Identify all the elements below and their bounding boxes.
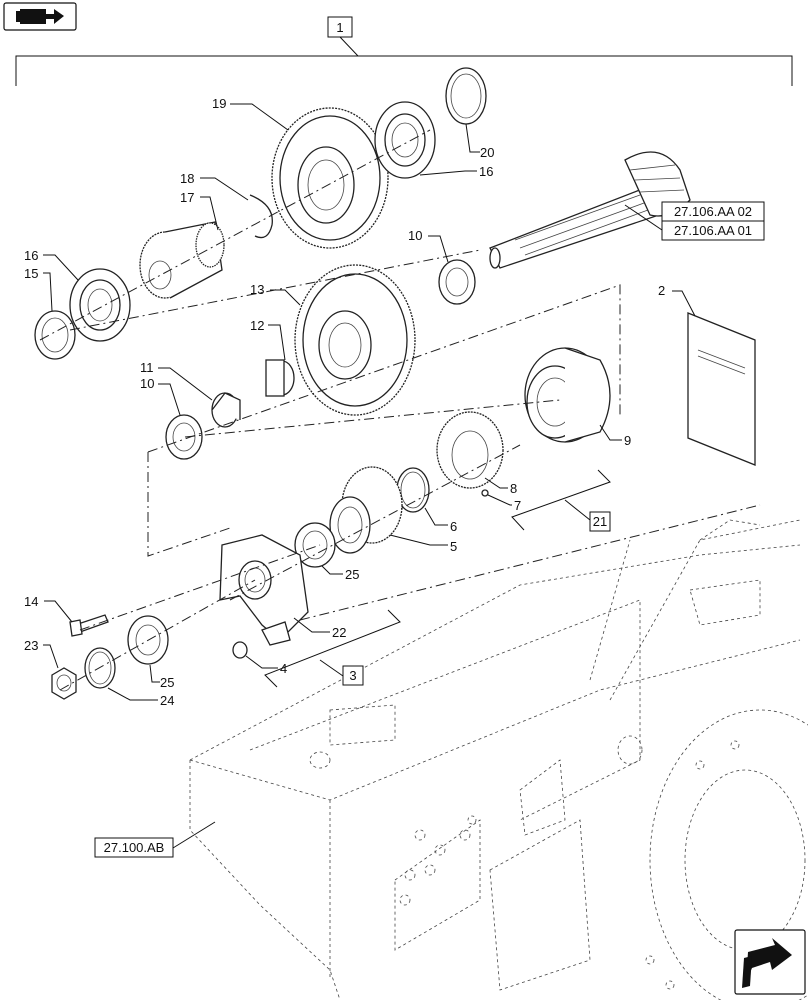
ref-27-106-aa-02[interactable]: 27.106.AA 02	[661, 201, 765, 222]
label-25a: 25	[345, 567, 359, 582]
ball-7	[481, 489, 489, 497]
bearing-16-top	[374, 101, 436, 179]
label-13: 13	[250, 282, 264, 297]
label-10a: 10	[408, 228, 422, 243]
label-20: 20	[480, 145, 494, 160]
spacer-10-top	[438, 259, 476, 305]
label-5: 5	[450, 539, 457, 554]
bushing-11	[211, 392, 241, 428]
label-7: 7	[514, 498, 521, 513]
main-shaft	[489, 151, 691, 269]
kit-3-bracket: 3	[264, 609, 401, 688]
spacer-10-low	[165, 414, 203, 460]
svg-text:27.100.AB: 27.100.AB	[104, 840, 165, 855]
label-9: 9	[624, 433, 631, 448]
label-17: 17	[180, 190, 194, 205]
label-24: 24	[160, 693, 174, 708]
shim-15	[34, 310, 76, 360]
nut-23	[51, 667, 77, 700]
support-22	[219, 534, 309, 646]
service-manual-2	[687, 312, 756, 466]
svg-text:27.106.AA 01: 27.106.AA 01	[674, 223, 752, 238]
label-11: 11	[140, 360, 154, 375]
assembly-ref-label: 1	[336, 20, 343, 35]
label-16b: 16	[24, 248, 38, 263]
gear-cluster-17	[139, 221, 225, 299]
label-22: 22	[332, 625, 346, 640]
ref-27-100-ab[interactable]: 27.100.AB	[94, 837, 174, 858]
label-10b: 10	[140, 376, 154, 391]
label-4: 4	[280, 661, 287, 676]
label-23: 23	[24, 638, 38, 653]
gear-5	[329, 466, 403, 554]
assembly-bracket: 1	[15, 16, 793, 86]
label-18: 18	[180, 171, 194, 186]
label-14: 14	[24, 594, 38, 609]
pin-4	[232, 641, 248, 659]
needle-bearing-12	[265, 359, 295, 397]
label-2: 2	[658, 283, 665, 298]
bearing-16-left	[69, 268, 131, 342]
subassembly-frame	[147, 284, 621, 557]
next-page-arrow-icon[interactable]	[734, 929, 806, 995]
kit-21-bracket: 21	[511, 469, 611, 532]
svg-text:27.106.AA 02: 27.106.AA 02	[674, 204, 752, 219]
book-arrow-icon[interactable]	[3, 2, 77, 31]
circlip-18	[249, 194, 273, 239]
sleeve-9	[524, 347, 611, 443]
label-6: 6	[450, 519, 457, 534]
kit-3-label: 3	[349, 668, 356, 683]
label-15: 15	[24, 266, 38, 281]
label-8: 8	[510, 481, 517, 496]
label-12: 12	[250, 318, 264, 333]
hub-8	[436, 411, 504, 489]
snap-ring-20	[445, 67, 487, 125]
label-19: 19	[212, 96, 226, 111]
callouts: 19 20 16 18 17 10 16 15 13 2 12 11 10 9 …	[24, 96, 696, 708]
kit-21-label: 21	[593, 514, 607, 529]
gear-19	[271, 107, 389, 249]
bearing-25-mid	[294, 522, 336, 568]
label-25b: 25	[160, 675, 174, 690]
gear-13	[294, 264, 416, 416]
bolt-14	[69, 614, 109, 637]
label-16a: 16	[479, 164, 493, 179]
ref-27-106-aa-01[interactable]: 27.106.AA 01	[661, 220, 765, 241]
